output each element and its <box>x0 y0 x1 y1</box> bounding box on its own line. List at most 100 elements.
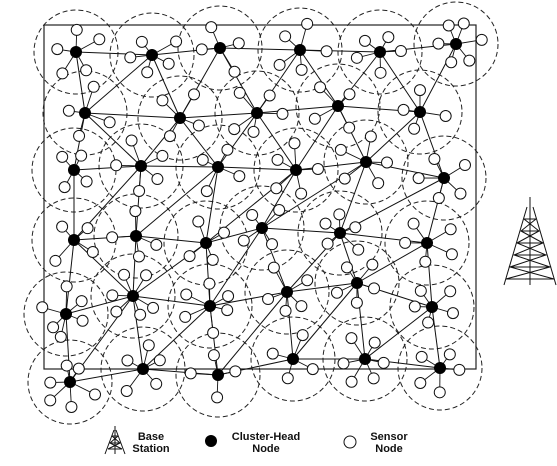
sensor-node <box>56 67 69 80</box>
network-links <box>42 23 482 407</box>
cluster-head-node <box>127 290 139 302</box>
sensor-node <box>141 66 154 79</box>
sensor-node <box>153 354 166 367</box>
cluster-head-node <box>421 237 433 249</box>
coverage-circle <box>175 332 261 418</box>
coverage-circle <box>297 190 383 276</box>
sensor-node <box>106 289 119 302</box>
network-link <box>151 54 181 119</box>
sensor-node <box>54 330 67 343</box>
sensor-node <box>170 35 183 48</box>
network-link <box>73 165 142 171</box>
sensor-node <box>352 243 365 256</box>
sensor-node <box>134 308 147 321</box>
cluster-head-node <box>68 164 80 176</box>
sensor-node <box>345 375 358 388</box>
coverage-circle <box>109 12 195 98</box>
sensor-node <box>135 35 148 48</box>
network-link <box>364 358 441 369</box>
network-link <box>209 291 288 307</box>
cluster-head-node <box>135 160 147 172</box>
sensor-node <box>428 152 441 165</box>
sensor-node <box>120 385 133 398</box>
sensor-node <box>364 130 377 143</box>
sensor-node <box>407 217 420 230</box>
sensor-node <box>350 51 363 64</box>
sensor-node <box>271 153 284 166</box>
sensor-node <box>349 221 362 234</box>
sensor-node <box>374 66 387 79</box>
sensor-node <box>205 21 218 34</box>
network-link <box>219 47 301 51</box>
coverage-circle <box>98 123 184 209</box>
network-link <box>140 117 181 167</box>
sensor-node <box>432 192 445 205</box>
sensor-node <box>399 236 412 249</box>
coverage-circle <box>100 326 186 412</box>
cluster-head-node <box>200 237 212 249</box>
network-link <box>256 112 297 171</box>
sensor-node <box>221 304 234 317</box>
sensor-node <box>432 37 445 50</box>
sensor-node <box>49 254 62 267</box>
sensor-node <box>60 280 73 293</box>
sensor-node <box>211 391 224 404</box>
network-link <box>356 242 428 284</box>
network-link <box>84 112 142 167</box>
sensor-node <box>308 112 321 125</box>
sensor-node <box>184 367 197 380</box>
cluster-head-node <box>68 234 80 246</box>
sensor-node <box>150 377 163 390</box>
sensor-node <box>58 181 71 194</box>
cluster-head-node <box>281 286 293 298</box>
network-link <box>75 51 153 56</box>
sensor-node <box>60 359 73 372</box>
sensor-node <box>408 300 421 313</box>
sensor-node <box>203 277 216 290</box>
network-link <box>140 165 219 168</box>
sensor-node <box>311 162 324 175</box>
sensor-node <box>110 159 123 172</box>
coverage-circle <box>401 135 487 221</box>
sensor-node <box>338 172 351 185</box>
sensor-node <box>281 372 294 385</box>
sensor-node <box>229 365 242 378</box>
sensor-node <box>44 376 57 389</box>
sensor-node <box>222 290 235 303</box>
sensor-node <box>196 153 209 166</box>
sensor-node <box>233 170 246 183</box>
sensor-node <box>414 376 427 389</box>
sensor-node <box>125 134 138 147</box>
network-link <box>135 166 219 237</box>
sensor-node <box>445 56 458 69</box>
sensor-node <box>195 43 208 56</box>
sensor-node <box>86 246 99 259</box>
cluster-head-node <box>130 230 142 242</box>
network-link <box>217 291 288 376</box>
sensor-node <box>267 261 280 274</box>
network-link <box>295 105 339 171</box>
sensor-node <box>93 33 106 46</box>
network-link <box>135 235 207 244</box>
network-link <box>209 227 263 307</box>
network-link <box>73 239 134 297</box>
coverage-circle <box>397 325 483 411</box>
coverage-circle <box>389 264 475 350</box>
coverage-circles <box>23 1 499 425</box>
network-link <box>132 235 137 297</box>
network-link <box>292 282 358 360</box>
coverage-circle <box>23 271 109 357</box>
legend-base-station-icon <box>104 426 126 455</box>
sensor-node <box>192 215 205 228</box>
sensor-node <box>321 237 334 250</box>
sensor-node <box>367 372 380 385</box>
sensor-node <box>162 57 175 70</box>
sensor-node <box>51 43 64 56</box>
cluster-head-node <box>294 44 306 56</box>
sensor-node <box>279 30 292 43</box>
sensor-node <box>237 234 250 247</box>
sensor-node <box>273 58 286 71</box>
sensor-node <box>233 86 246 99</box>
cluster-head-node <box>146 49 158 61</box>
sensor-node <box>228 123 241 136</box>
